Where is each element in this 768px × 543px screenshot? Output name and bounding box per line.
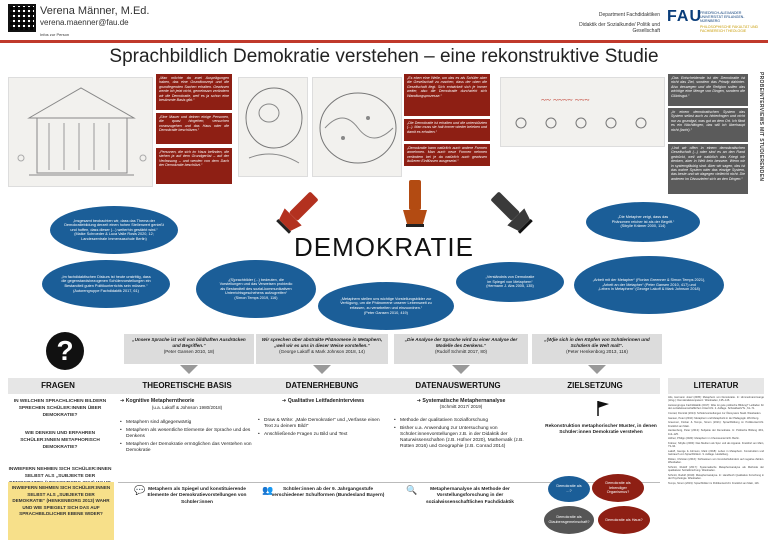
flashlight-icon <box>403 180 427 227</box>
literature-entry: Rütten, Christian (2016): Sichtweisen vo… <box>668 457 764 465</box>
literature-entry: Autorengruppe Fachdidaktik (2017): Was i… <box>668 403 764 411</box>
literature-list: Abs, Hermann Josef (2005): Metaphern von… <box>668 396 764 541</box>
arrow-right-icon: ➜ <box>416 398 423 404</box>
literature-entry: Conrad, Dominik (2014): Schülervorstellu… <box>668 411 762 415</box>
list-item: Bisher u.a. Anwendung zur Untersuchung v… <box>394 426 528 451</box>
fau-logo-faculty: PHILOSOPHISCHE FAKULTÄT UND FACHBEREICH … <box>700 25 759 33</box>
quote-panel-analysis: „Die Analyse der Sprache wird zu einer A… <box>394 334 528 364</box>
poster-title: Sprachbildlich Demokratie verstehen – ei… <box>109 46 659 67</box>
citation-ellipse: „Arbeit mit der Metapher“ (Florian Green… <box>574 256 724 314</box>
democracy-heading: DEMOKRATIE <box>294 232 474 262</box>
metaphor-bubble: Demokratie als ...? <box>548 476 590 502</box>
goal-text: Rekonstruktion metaphorischer Muster, in… <box>545 424 657 436</box>
divider <box>118 482 660 483</box>
literature-entry: Henkenborg, Peter (2013): Subjekte der D… <box>668 429 764 436</box>
quote-box: „Personen, die sich im Haus befinden, di… <box>156 148 232 184</box>
author-name: Verena Männer, M.Ed. <box>40 5 150 17</box>
speech-bubble-icon: 💬 <box>134 485 146 495</box>
section-title-theory: THEORETISCHE BASIS <box>142 381 232 390</box>
qr-caption: Infos zur Person <box>40 32 70 37</box>
flashlight-icon <box>276 192 318 234</box>
list-item: Metaphern der Demokratie ermöglichen das… <box>120 442 254 454</box>
section-title-goal: ZIELSETZUNG <box>567 381 623 390</box>
section-title-collection: DATENERHEBUNG <box>285 381 359 390</box>
quote-box: „Das Entscheidende ist der Demokratie is… <box>668 74 748 106</box>
author-email[interactable]: verena.maenner@fau.de <box>40 18 129 27</box>
collection-list: Draw & Write: „Male Demokratie!“ und „Ve… <box>258 418 388 440</box>
drawing-house-photo <box>8 77 153 187</box>
section-title-questions: FRAGEN <box>41 381 75 390</box>
arrow-right-icon: ➜ <box>281 398 288 404</box>
department-subline: Didaktik der Sozialkunde/ Politik und Ge… <box>579 22 660 34</box>
fau-logo: FAU <box>667 8 702 25</box>
metaphor-bubble: Demokratie als Haus? <box>598 506 650 534</box>
arrow-down-icon <box>313 365 331 374</box>
analysis-heading: ➜ Systematische Metaphernanalyse (Schmit… <box>416 398 506 410</box>
header-divider <box>0 40 768 43</box>
vertical-label: PROBEINTERVIEWS MIT STUDIERENDEN <box>758 72 764 182</box>
analysis-list: Methode der qualitativen Sozialforschung… <box>394 418 528 452</box>
collection-heading: ➜ Qualitative Leitfadeninterviews <box>281 398 365 404</box>
question-mark-icon: ? <box>46 332 84 370</box>
literature-entry: Gansen, Peter (2010): Metaphern und Meta… <box>668 416 759 420</box>
literature-entry: Lakoff, George & Johnson, Mark (2018): L… <box>668 449 764 457</box>
literature-entry: Hüfner, Philipp (2020): Metaphern im Che… <box>668 437 740 441</box>
quote-panel-collection: Wir sprechen über abstrakte Phänomene in… <box>256 334 388 364</box>
drawing-people-photo: ~~ ~~~~ ~~~ <box>500 77 665 147</box>
quote-box: „Man möchte da zwei Ausprägungen haben, … <box>156 74 232 110</box>
metaphor-bubble: Demokratie als lebendiger Organismus? <box>592 474 644 502</box>
quote-box: „Die Demokratie ist erhalten und die unt… <box>404 119 490 141</box>
department-line: Department Fachdidaktiken <box>598 12 660 18</box>
drawing-wave-photo <box>312 77 402 177</box>
arrow-down-icon <box>452 365 470 374</box>
literature-entry: Abs, Hermann Josef (2005): Metaphern von… <box>668 396 764 403</box>
literature-entry: Krämer, Sibylle (2000): Das Medium als S… <box>668 442 764 449</box>
quote-panel-theory: „Unsere Sprache ist voll von bildhaften … <box>124 334 254 364</box>
research-question: WIE DENKEN UND ERFAHREN SCHÜLER:INNEN ME… <box>20 431 100 450</box>
literature-entry: Greenner, Florian & Temps, Simon (2021):… <box>668 421 764 428</box>
metaphor-bubble: Demokratie als Glaubensgemeinschaft? <box>544 506 594 534</box>
theory-list: Metaphern sind allgegenwärtig Metaphern … <box>120 420 254 456</box>
citation-ellipse: „Insgesamt beobachten wir, dass das Them… <box>50 206 178 254</box>
literature-entry: Schmitt, Rudolf (2019): Metaphernanalyse… <box>668 473 764 481</box>
arrow-right-icon: ➜ <box>120 398 126 404</box>
section-bar <box>8 378 660 394</box>
fau-logo-subtitle: FRIEDRICH-ALEXANDER UNIVERSITÄT ERLANGEN… <box>700 11 745 23</box>
quote-box: „Es eben eine Welle, um das es als Schül… <box>404 74 490 116</box>
arrow-down-icon <box>180 365 198 374</box>
quote-panel-goal: „(W)ie sich in den Köpfen von Schülerinn… <box>532 334 662 364</box>
quote-box: „In einem demokratischen System das Syst… <box>668 108 748 142</box>
key-point: Metaphern als Spiegel und konstituierend… <box>147 487 247 505</box>
flashlight-icon <box>491 192 533 234</box>
section-title-literature: LITERATUR <box>668 378 764 394</box>
list-item: Metaphern sind allgegenwärtig <box>120 420 254 426</box>
qr-code[interactable] <box>8 4 36 32</box>
citation-ellipse: „Metaphern stellen uns wichtige Vorstell… <box>318 282 454 330</box>
research-question-box: INWIEFERN NEHMEN SICH SCHÜLER:INNEN SELB… <box>8 482 114 540</box>
citation-ellipse: „Im fachdidaktischen Diskurs ist heute u… <box>42 260 170 308</box>
flag-icon <box>597 401 609 416</box>
research-question: IN WELCHEN SPRACHLICHEN BILDERN SPRECHEN… <box>13 399 107 418</box>
drawing-circles-photo <box>238 77 308 177</box>
quote-box: „Und wir offen in einem demokratischen G… <box>668 144 748 194</box>
quote-box: „Eine Mauer und deinen einige Personen, … <box>156 113 232 144</box>
list-item: Methode der qualitativen Sozialforschung <box>394 418 528 424</box>
arrow-down-icon <box>588 365 606 374</box>
students-icon: 👥 <box>262 485 274 495</box>
list-item: Metaphern als wesentliche Elemente der S… <box>120 428 254 440</box>
list-item: Draw & Write: „Male Demokratie!“ und „Ve… <box>258 418 388 430</box>
quote-box: „Demokratie kann natürlich auch andere F… <box>404 144 490 166</box>
key-point: Schüler:innen ab der 9. Jahrgangsstufe v… <box>271 487 385 499</box>
list-item: Anschließende Fragen zu Bild und Text <box>258 432 388 438</box>
magnifier-icon: 🔍 <box>406 485 418 495</box>
literature-entry: Schmitt, Rudolf (2017): Systematische Me… <box>668 465 764 473</box>
key-point: Metaphernanalyse als Methode der Vorstel… <box>426 487 514 505</box>
svg-text:~~ ~~~~ ~~~: ~~ ~~~~ ~~~ <box>541 95 589 105</box>
literature-entry: Temps, Simon (2019): Sprachbilder im Pol… <box>668 481 760 485</box>
theory-heading: ➜ Kognitive Metapherntheorie (u.a. Lakof… <box>120 398 223 411</box>
section-title-analysis: DATENAUSWERTUNG <box>415 381 501 390</box>
